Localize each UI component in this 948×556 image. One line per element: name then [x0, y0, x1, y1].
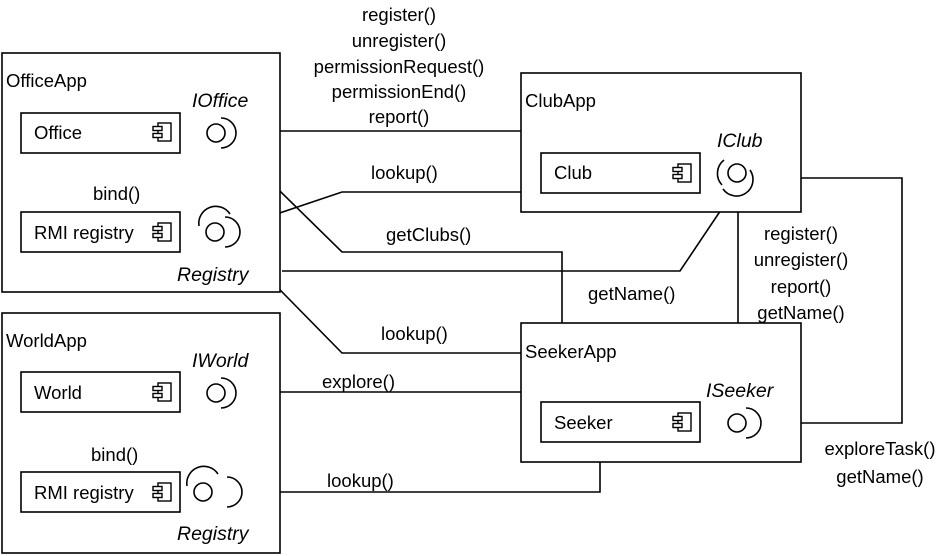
registry-provided-interface-icon [205, 222, 225, 242]
iclub-label: IClub [717, 130, 763, 152]
ioffice-provided-interface-icon [206, 123, 226, 143]
club-op-label: getName() [757, 302, 844, 323]
iworld-provided-interface-icon [206, 383, 226, 403]
world-lookup-label: lookup() [327, 470, 394, 491]
seeker-component[interactable] [540, 401, 701, 443]
registry-provided-interface-icon [193, 482, 213, 502]
seeker-ops-labels: exploreTask() getName() [824, 438, 935, 487]
club-app-title: ClubApp [525, 90, 596, 111]
get-name-label: getName() [588, 283, 675, 304]
club-op-label: unregister() [754, 249, 849, 270]
world-bind-label: bind() [91, 444, 138, 465]
office-op-label: register() [362, 4, 436, 25]
world-app-title: WorldApp [6, 330, 87, 351]
ioffice-label: IOffice [192, 90, 249, 112]
explore-label: explore() [322, 371, 395, 392]
registry-socket-top-icon [198, 205, 231, 227]
club-lookup-label: lookup() [371, 162, 438, 183]
club-ops-labels: register() unregister() report() getName… [754, 223, 849, 323]
world-component-label: World [34, 382, 82, 403]
registry-socket-right-icon [226, 476, 243, 508]
club-component[interactable] [540, 152, 701, 194]
seeker-ops-connector [763, 177, 903, 424]
office-op-label: permissionEnd() [332, 81, 467, 102]
office-app-title: OfficeApp [6, 70, 87, 91]
club-op-label: report() [771, 276, 832, 297]
seeker-op-label: exploreTask() [824, 438, 935, 459]
iseeker-label: ISeeker [706, 380, 775, 402]
office-ops-labels: register() unregister() permissionReques… [314, 4, 485, 127]
world-component[interactable] [20, 371, 181, 413]
office-op-label: permissionRequest() [314, 56, 485, 77]
iclub-provided-interface-icon [727, 163, 747, 183]
iclub-socket-left-icon [716, 159, 725, 186]
registry-socket-top-icon [186, 465, 219, 487]
get-name-connector [282, 191, 734, 272]
iworld-required-socket-icon [220, 377, 237, 409]
seeker-component-label: Seeker [554, 412, 613, 433]
world-rmi-registry-label: RMI registry [34, 482, 134, 503]
iworld-label: IWorld [192, 350, 249, 372]
office-registry-label: Registry [177, 264, 250, 286]
iseeker-required-socket-icon [745, 407, 762, 439]
get-clubs-connector [231, 143, 563, 323]
club-component-label: Club [554, 162, 592, 183]
get-clubs-label: getClubs() [386, 224, 471, 245]
office-op-label: report() [369, 106, 430, 127]
office-rmi-registry-label: RMI registry [34, 222, 134, 243]
iseeker-provided-interface-icon [727, 413, 747, 433]
club-op-label: register() [764, 223, 838, 244]
office-op-label: unregister() [352, 30, 447, 51]
seeker-lookup-label: lookup() [381, 323, 448, 344]
world-app-container [1, 312, 281, 554]
registry-socket-right-icon [224, 216, 241, 248]
iclub-socket-bottom-icon [722, 169, 754, 197]
office-bind-label: bind() [93, 183, 140, 204]
office-component-label: Office [34, 122, 82, 143]
seeker-op-label: getName() [836, 466, 923, 487]
world-registry-label: Registry [177, 523, 250, 545]
seeker-app-title: SeekerApp [525, 341, 617, 362]
ioffice-required-socket-icon [220, 117, 237, 149]
